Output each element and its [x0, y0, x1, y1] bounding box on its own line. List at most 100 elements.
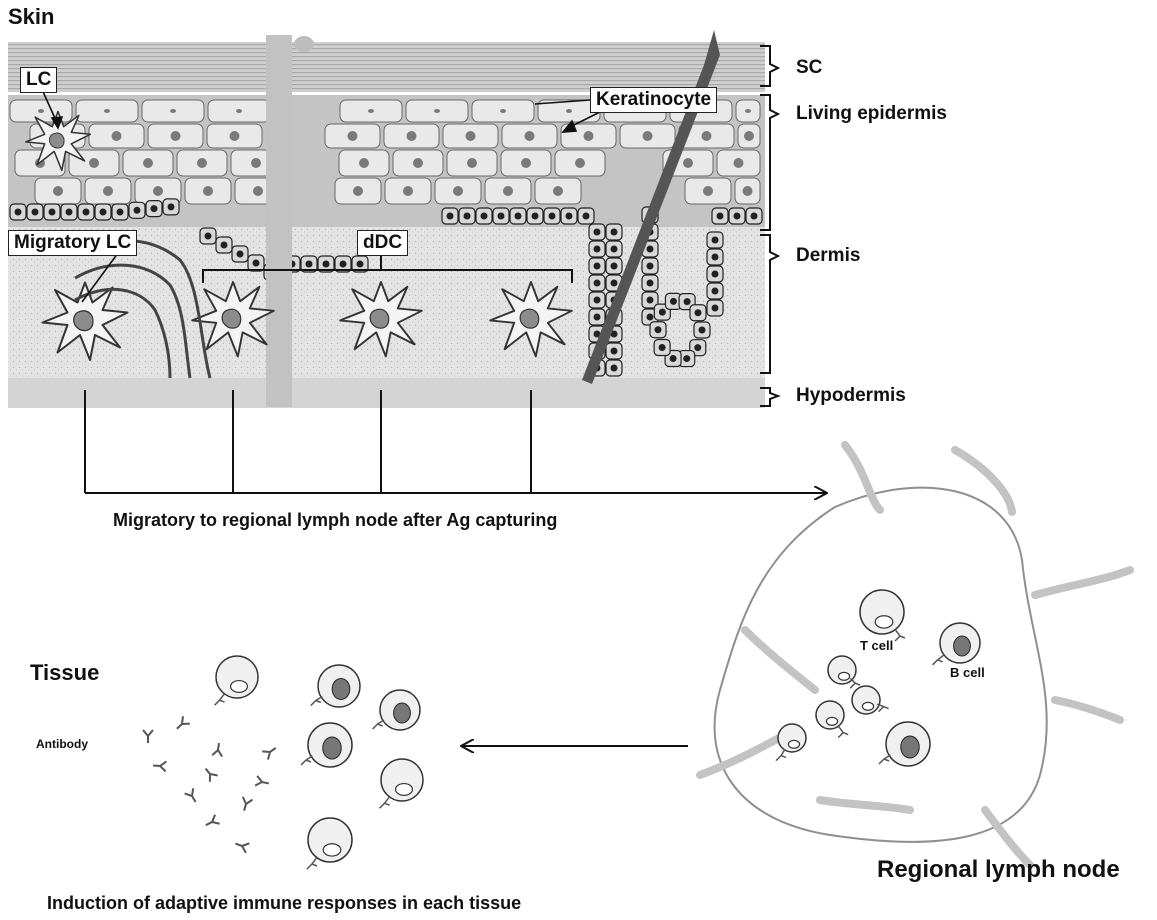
basal-cell-nucleus [32, 209, 39, 216]
keratinocyte-nucleus [500, 109, 506, 113]
keratinocyte-nucleus [743, 186, 753, 196]
tissue-title: Tissue [30, 660, 99, 686]
basal-cell-nucleus [647, 263, 654, 270]
basal-cell-nucleus [611, 229, 618, 236]
antibody [234, 839, 250, 853]
antibody [173, 716, 189, 732]
keratinocyte-nucleus [112, 131, 122, 141]
basal-cell-nucleus [253, 260, 260, 267]
keratinocyte-nucleus [153, 186, 163, 196]
keratinocyte-nucleus [466, 131, 476, 141]
lymph-node-outline [715, 488, 1047, 842]
basal-cell-nucleus [611, 348, 618, 355]
basal-cell-nucleus [15, 209, 22, 216]
migratory-lc-label: Migratory LC [8, 230, 137, 256]
keratinocyte-nucleus [467, 158, 477, 168]
keratinocyte-nucleus [643, 131, 653, 141]
ddc-label: dDC [357, 230, 408, 256]
antibody [212, 742, 224, 756]
keratinocyte-nucleus [38, 109, 44, 113]
keratinocyte-nucleus [553, 186, 563, 196]
antibody [262, 744, 278, 760]
keratinocyte-nucleus [683, 158, 693, 168]
basal-cell-nucleus [699, 327, 706, 334]
tissue-cells [215, 656, 423, 869]
antibody-label: Antibody [36, 737, 88, 751]
b-cell-label: B cell [950, 665, 985, 680]
basal-cell-nucleus [566, 213, 573, 220]
antibody [202, 765, 218, 781]
keratinocyte-nucleus [703, 186, 713, 196]
keratinocyte-nucleus [434, 109, 440, 113]
b-cell [373, 690, 420, 730]
keratinocyte-nucleus [236, 109, 242, 113]
keratinocyte-nucleus [407, 131, 417, 141]
keratinocyte-nucleus [525, 131, 535, 141]
basal-cell-nucleus [683, 355, 690, 362]
keratinocyte-nucleus [348, 131, 358, 141]
keratinocyte-nucleus [170, 109, 176, 113]
hypodermis-label: Hypodermis [796, 385, 906, 407]
basal-cell-nucleus [168, 203, 175, 210]
basal-cell-nucleus [447, 213, 454, 220]
basal-cell-nucleus [670, 298, 677, 305]
basal-cell-nucleus [734, 213, 741, 220]
basal-cell-nucleus [611, 263, 618, 270]
basal-cell-nucleus [611, 365, 618, 372]
basal-cell-nucleus [594, 314, 601, 321]
basal-cell-nucleus [712, 271, 719, 278]
keratinocyte-nucleus [230, 131, 240, 141]
sc-layer-label: SC [796, 57, 822, 79]
lc-label: LC [20, 67, 57, 93]
basal-cell-nucleus [151, 205, 158, 212]
basal-cell-nucleus [117, 209, 124, 216]
basal-cell-nucleus [647, 314, 654, 321]
t-cell [380, 759, 423, 808]
basal-cell-nucleus [647, 280, 654, 287]
basal-cell-nucleus [694, 309, 701, 316]
basal-cell-nucleus [684, 298, 691, 305]
b-cell [311, 665, 360, 707]
basal-cell-nucleus [532, 213, 539, 220]
hypodermis-layer [8, 378, 765, 408]
keratinocyte-label: Keratinocyte [590, 87, 717, 113]
keratinocyte-nucleus [251, 158, 261, 168]
basal-cell-nucleus [712, 254, 719, 261]
basal-cell-nucleus [221, 242, 228, 249]
keratinocyte-nucleus [103, 186, 113, 196]
basal-cell-nucleus [498, 213, 505, 220]
basal-cell-nucleus [464, 213, 471, 220]
lymph-node [700, 445, 1130, 865]
keratinocyte-nucleus [368, 109, 374, 113]
bottom-caption: Induction of adaptive immune responses i… [47, 893, 521, 914]
keratinocyte-nucleus [143, 158, 153, 168]
basal-cell-nucleus [594, 246, 601, 253]
lymph-node-title: Regional lymph node [877, 856, 1120, 884]
basal-cell-nucleus [134, 207, 141, 214]
basal-cell-nucleus [481, 213, 488, 220]
keratinocyte-nucleus [359, 158, 369, 168]
keratinocyte-nucleus [503, 186, 513, 196]
basal-cell-nucleus [751, 213, 758, 220]
keratinocyte-nucleus [745, 109, 751, 113]
keratinocyte-nucleus [353, 186, 363, 196]
basal-cell-nucleus [694, 344, 701, 351]
basal-cell-nucleus [49, 209, 56, 216]
basal-cell-nucleus [659, 309, 666, 316]
keratinocyte-nucleus [734, 158, 744, 168]
keratinocyte-nucleus [521, 158, 531, 168]
keratinocyte-nucleus [575, 158, 585, 168]
keratinocyte-nucleus [453, 186, 463, 196]
basal-cell-nucleus [594, 229, 601, 236]
hair-shaft-left [266, 35, 292, 407]
basal-cell-nucleus [83, 209, 90, 216]
basal-cell-nucleus [611, 280, 618, 287]
basal-cell-nucleus [712, 288, 719, 295]
keratinocyte-nucleus [403, 186, 413, 196]
basal-cell-nucleus [670, 355, 677, 362]
antibody [153, 761, 167, 772]
basal-cell-nucleus [717, 213, 724, 220]
basal-cell-nucleus [357, 261, 364, 268]
antibody [143, 730, 153, 743]
